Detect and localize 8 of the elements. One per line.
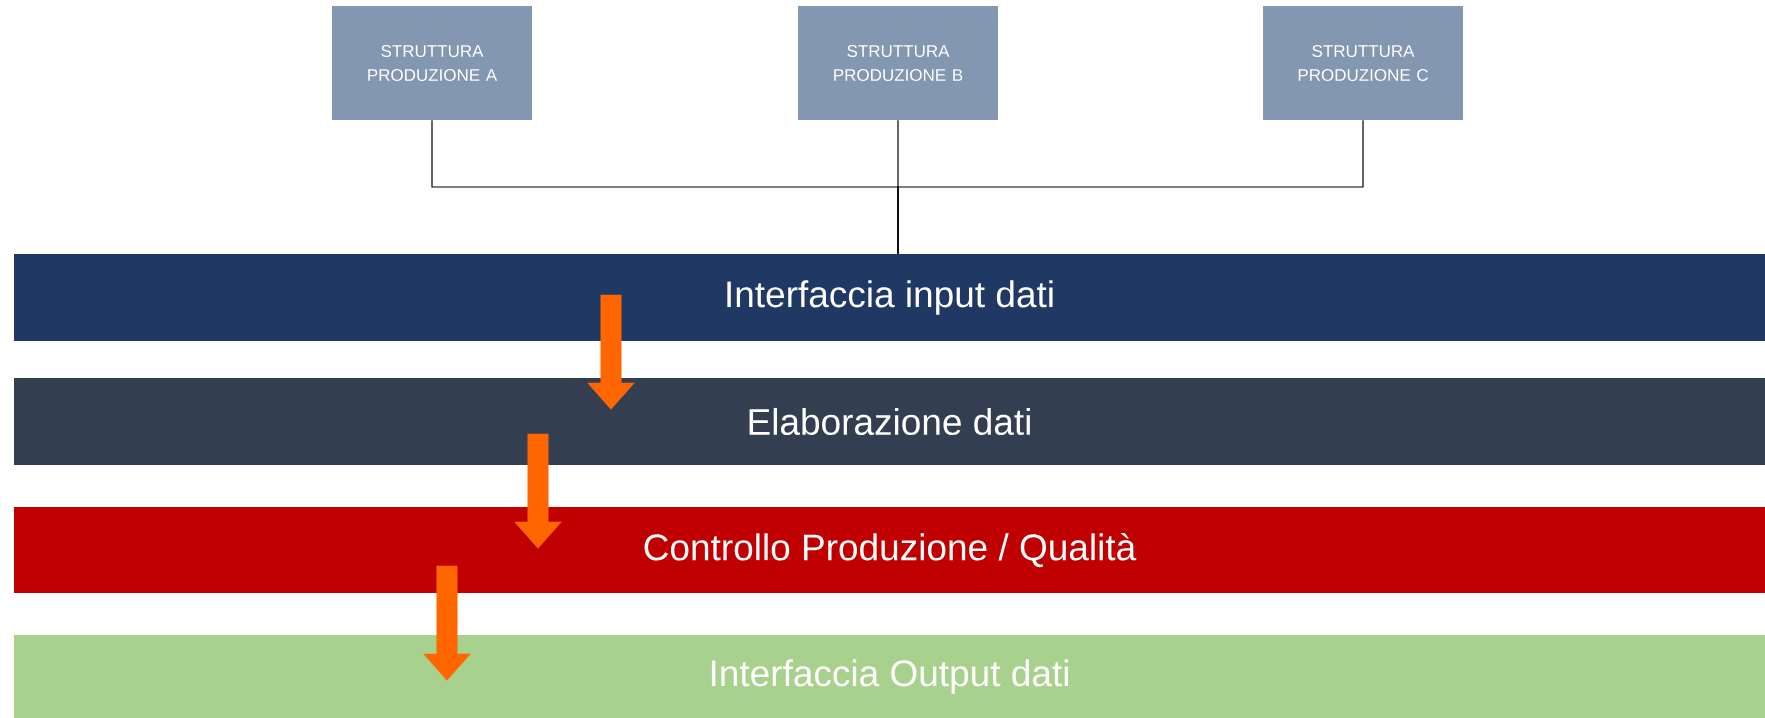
layer-band: Elaborazione dati: [14, 378, 1765, 465]
layer-band: Interfaccia Output dati: [14, 635, 1765, 718]
structure-box: STRUTTURA PRODUZIONE C: [1263, 6, 1463, 120]
layer-band: Interfaccia input dati: [14, 254, 1765, 341]
connector-line: [897, 119, 1364, 255]
layer-band: Controllo Produzione / Qualità: [14, 507, 1765, 593]
structure-box: STRUTTURA PRODUZIONE A: [332, 6, 532, 120]
structure-box: STRUTTURA PRODUZIONE B: [798, 6, 998, 120]
